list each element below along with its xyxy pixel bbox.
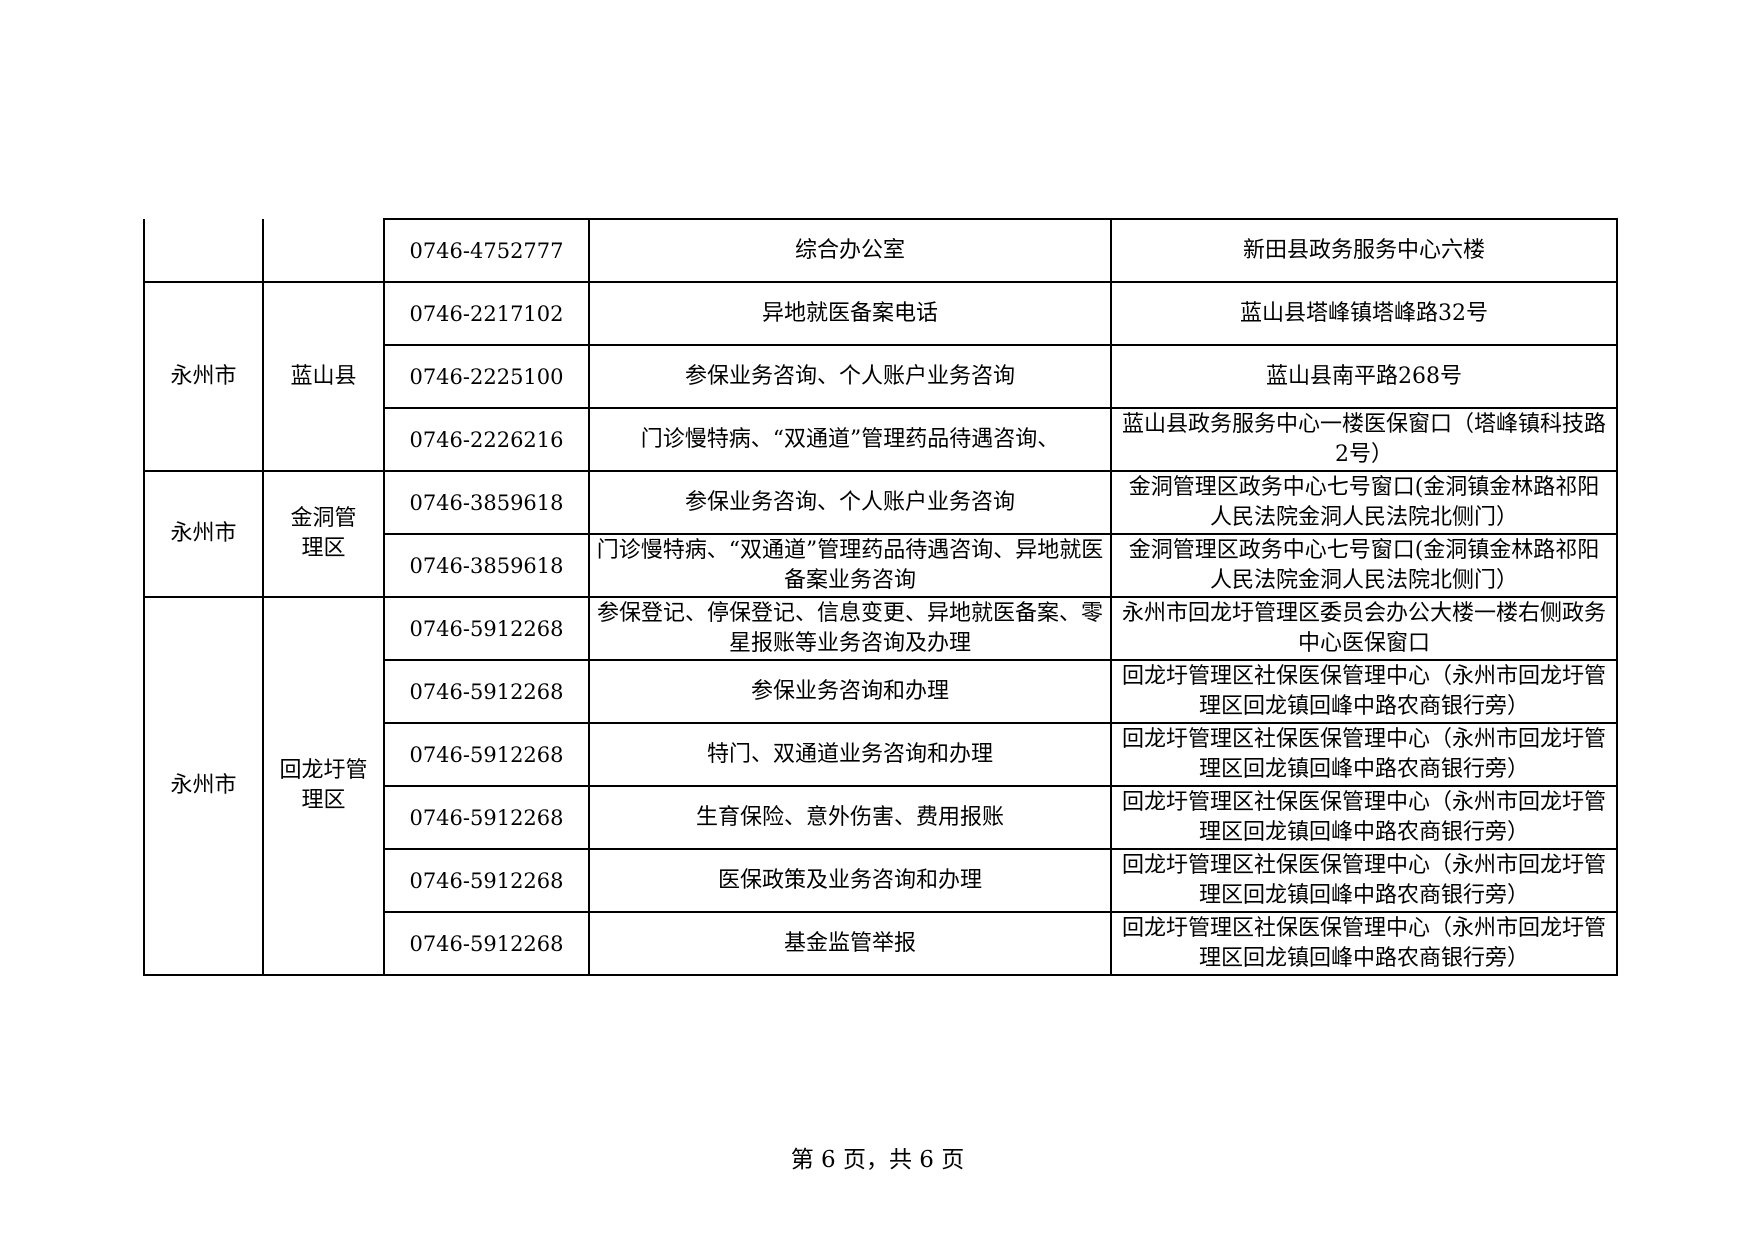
address-cell: 回龙圩管理区社保医保管理中心（永州市回龙圩管理区回龙镇回峰中路农商银行旁） — [1110, 659, 1618, 724]
table-row: 永州市 回龙圩管理区 0746-5912268 参保登记、停保登记、信息变更、异… — [143, 596, 1618, 976]
city-cell: 永州市 — [143, 470, 264, 598]
table-row: 0746-5912268 参保业务咨询和办理 回龙圩管理区社保医保管理中心（永州… — [144, 659, 1618, 724]
address-cell: 蓝山县塔峰镇塔峰路32号 — [1110, 281, 1618, 346]
address-cell: 回龙圩管理区社保医保管理中心（永州市回龙圩管理区回龙镇回峰中路农商银行旁） — [1110, 911, 1618, 976]
phone-cell: 0746-3859618 — [383, 533, 590, 598]
page-footer: 第 6 页，共 6 页 — [790, 1147, 965, 1173]
phone-cell: 0746-5912268 — [383, 911, 590, 976]
phone-cell: 0746-2225100 — [383, 344, 590, 409]
phone-cell: 0746-2226216 — [383, 407, 590, 472]
table-row: 0746-3859618 门诊慢特病、“双通道”管理药品待遇咨询、异地就医备案业… — [144, 533, 1618, 598]
city-cell: 永州市 — [143, 281, 264, 472]
service-cell: 参保业务咨询、个人账户业务咨询 — [588, 344, 1112, 409]
district-cell: 回龙圩管理区 — [262, 596, 385, 976]
phone-cell: 0746-5912268 — [383, 785, 590, 850]
table-row: 0746-5912268 生育保险、意外伤害、费用报账 回龙圩管理区社保医保管理… — [144, 785, 1618, 850]
address-cell: 蓝山县南平路268号 — [1110, 344, 1618, 409]
phone-cell: 0746-3859618 — [383, 470, 590, 535]
phone-cell: 0746-5912268 — [383, 659, 590, 724]
service-cell: 参保业务咨询和办理 — [588, 659, 1112, 724]
table-row: 0746-2226216 门诊慢特病、“双通道”管理药品待遇咨询、 蓝山县政务服… — [144, 407, 1618, 472]
address-cell: 回龙圩管理区社保医保管理中心（永州市回龙圩管理区回龙镇回峰中路农商银行旁） — [1110, 722, 1618, 787]
service-cell: 综合办公室 — [588, 218, 1112, 283]
service-cell: 医保政策及业务咨询和办理 — [588, 848, 1112, 913]
service-cell: 特门、双通道业务咨询和办理 — [588, 722, 1112, 787]
service-cell: 参保登记、停保登记、信息变更、异地就医备案、零星报账等业务咨询及办理 — [588, 596, 1112, 661]
phone-cell: 0746-5912268 — [383, 722, 590, 787]
phone-cell: 0746-5912268 — [383, 848, 590, 913]
address-cell: 新田县政务服务中心六楼 — [1110, 218, 1618, 283]
address-cell: 蓝山县政务服务中心一楼医保窗口（塔峰镇科技路2号） — [1110, 407, 1618, 472]
address-cell: 回龙圩管理区社保医保管理中心（永州市回龙圩管理区回龙镇回峰中路农商银行旁） — [1110, 848, 1618, 913]
service-cell: 基金监管举报 — [588, 911, 1112, 976]
service-cell: 参保业务咨询、个人账户业务咨询 — [588, 470, 1112, 535]
contact-table: 0746-4752777 综合办公室 新田县政务服务中心六楼 永州市 蓝山县 0… — [143, 218, 1618, 976]
phone-cell: 0746-2217102 — [383, 281, 590, 346]
service-cell: 门诊慢特病、“双通道”管理药品待遇咨询、 — [588, 407, 1112, 472]
district-cell: 金洞管理区 — [262, 470, 385, 598]
address-cell: 回龙圩管理区社保医保管理中心（永州市回龙圩管理区回龙镇回峰中路农商银行旁） — [1110, 785, 1618, 850]
table-row: 0746-5912268 基金监管举报 回龙圩管理区社保医保管理中心（永州市回龙… — [144, 911, 1618, 976]
service-cell: 门诊慢特病、“双通道”管理药品待遇咨询、异地就医备案业务咨询 — [588, 533, 1112, 598]
service-cell: 生育保险、意外伤害、费用报账 — [588, 785, 1112, 850]
phone-cell: 0746-4752777 — [383, 218, 590, 283]
table-row: 永州市 金洞管理区 0746-3859618 参保业务咨询、个人账户业务咨询 金… — [143, 470, 1618, 598]
table-row: 0746-4752777 综合办公室 新田县政务服务中心六楼 — [143, 218, 1618, 283]
phone-cell: 0746-5912268 — [383, 596, 590, 661]
service-cell: 异地就医备案电话 — [588, 281, 1112, 346]
table-row: 0746-5912268 医保政策及业务咨询和办理 回龙圩管理区社保医保管理中心… — [144, 848, 1618, 913]
address-cell: 金洞管理区政务中心七号窗口(金洞镇金林路祁阳人民法院金洞人民法院北侧门） — [1110, 533, 1618, 598]
district-cell: 蓝山县 — [262, 281, 385, 472]
table-row: 永州市 蓝山县 0746-2217102 异地就医备案电话 蓝山县塔峰镇塔峰路3… — [143, 281, 1618, 472]
address-cell: 永州市回龙圩管理区委员会办公大楼一楼右侧政务中心医保窗口 — [1110, 596, 1618, 661]
district-cell-blank — [262, 219, 385, 283]
table-row: 0746-5912268 特门、双通道业务咨询和办理 回龙圩管理区社保医保管理中… — [144, 722, 1618, 787]
city-cell: 永州市 — [143, 596, 264, 976]
table-row: 0746-2225100 参保业务咨询、个人账户业务咨询 蓝山县南平路268号 — [144, 344, 1618, 409]
city-cell-blank — [143, 219, 264, 283]
address-cell: 金洞管理区政务中心七号窗口(金洞镇金林路祁阳人民法院金洞人民法院北侧门） — [1110, 470, 1618, 535]
